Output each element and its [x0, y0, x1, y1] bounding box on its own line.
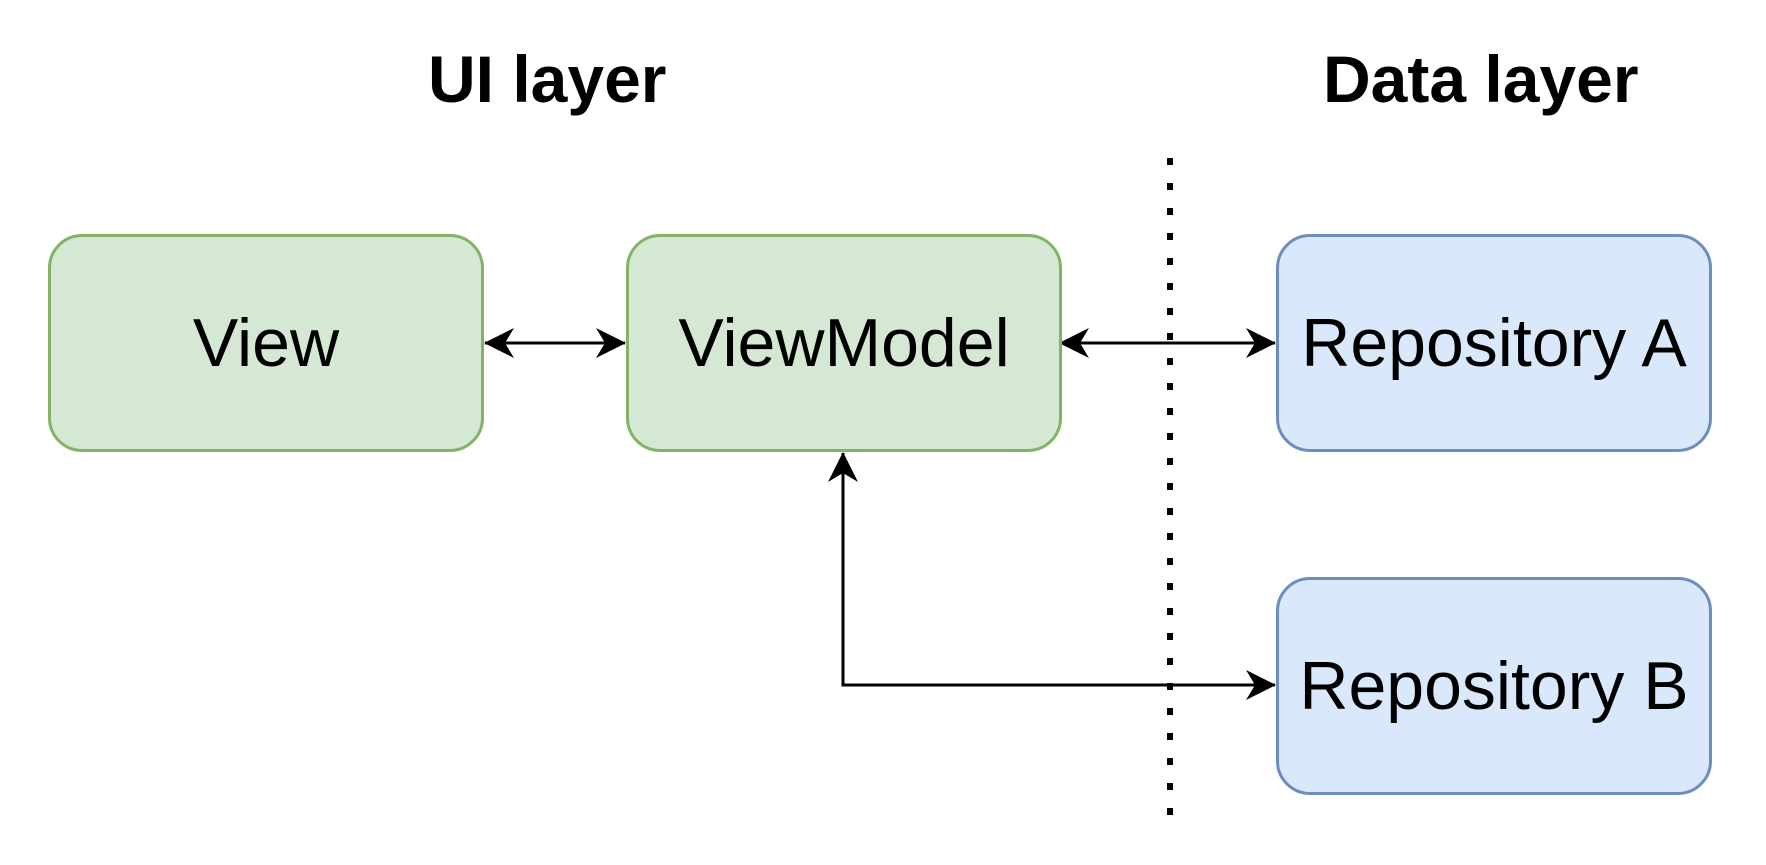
viewmodel-node: ViewModel	[626, 234, 1062, 452]
repository-b-node-label: Repository B	[1299, 648, 1689, 724]
ui-layer-title: UI layer	[428, 42, 667, 116]
viewmodel-node-label: ViewModel	[678, 305, 1010, 381]
repository-a-node: Repository A	[1276, 234, 1712, 452]
view-node-label: View	[192, 305, 340, 381]
data-layer-title: Data layer	[1323, 42, 1639, 116]
repository-b-node: Repository B	[1276, 577, 1712, 795]
edge-viewmodel-repository-b	[828, 452, 1276, 700]
repository-a-node-label: Repository A	[1301, 305, 1687, 381]
view-node: View	[48, 234, 484, 452]
